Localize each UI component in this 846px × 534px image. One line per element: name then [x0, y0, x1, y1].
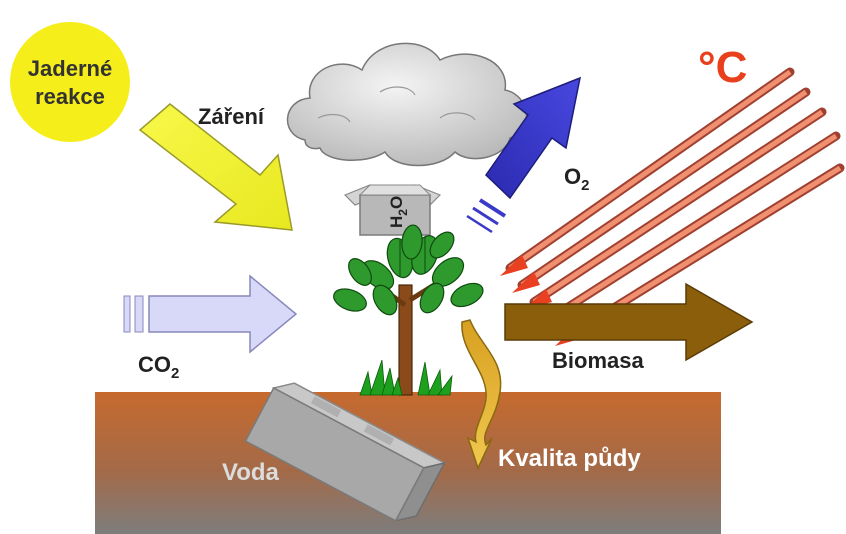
biomass-arrow	[504, 282, 754, 362]
water-vapor-label: H2O	[387, 196, 410, 228]
cloud-icon	[286, 42, 527, 167]
radiation-label: Záření	[198, 104, 265, 129]
nuclear-label-line1: Jaderné	[28, 56, 112, 81]
heat-ray-1	[500, 67, 795, 276]
carbon-dioxide-label: CO2	[138, 352, 179, 382]
heat-ray-2	[512, 87, 811, 293]
soil-quality-label: Kvalita půdy	[498, 445, 641, 472]
sun-disc-icon	[10, 22, 130, 142]
nuclear-label-line2: reakce	[35, 84, 105, 109]
temperature-label: °C	[698, 43, 747, 92]
soil-quality-curved-arrow	[461, 319, 502, 471]
water-block-icon	[244, 382, 447, 522]
tree-icon	[333, 224, 484, 396]
biomass-label: Biomasa	[552, 348, 644, 373]
carbon-dioxide-arrow	[123, 274, 298, 354]
radiation-arrow	[138, 103, 293, 231]
oxygen-arrow	[466, 76, 582, 234]
grass-icon	[359, 359, 453, 396]
oxygen-label: O2	[564, 164, 589, 194]
water-label: Voda	[222, 459, 280, 486]
